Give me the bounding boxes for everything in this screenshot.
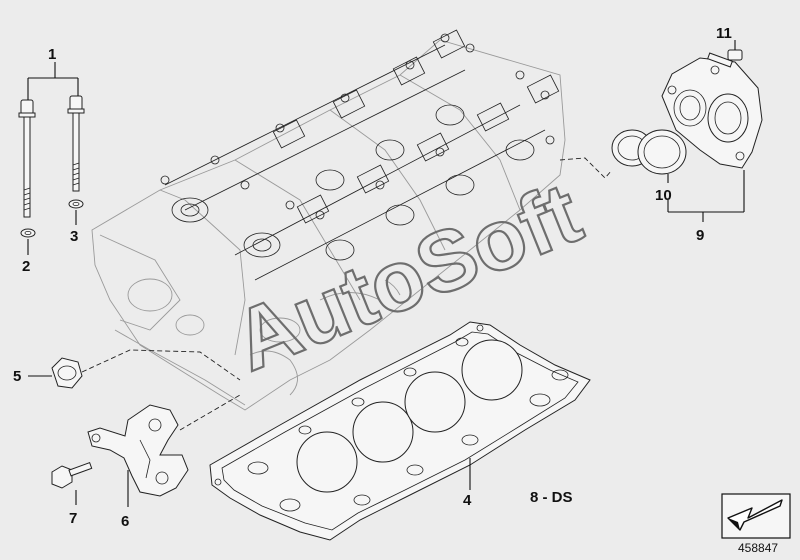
label-11: 11 xyxy=(716,25,732,42)
label-2: 2 xyxy=(22,258,30,275)
label-9: 9 xyxy=(696,227,704,244)
label-6: 6 xyxy=(121,513,129,530)
label-10: 10 xyxy=(655,187,672,204)
washers xyxy=(20,199,84,238)
label-5: 5 xyxy=(13,368,21,385)
label-8-ds: 8 - DS xyxy=(530,489,573,506)
leader-9 xyxy=(667,170,745,222)
cylinder-head xyxy=(91,29,566,411)
label-1: 1 xyxy=(48,46,56,63)
dash-link-flange xyxy=(559,157,613,179)
label-3: 3 xyxy=(70,228,78,245)
cylinder-head-bolts xyxy=(18,95,85,218)
bracket xyxy=(87,394,241,497)
head-gasket xyxy=(209,321,591,541)
label-7: 7 xyxy=(69,510,77,527)
flange-bolt xyxy=(707,40,743,68)
o-rings xyxy=(611,129,687,183)
screw-plug xyxy=(28,349,241,389)
label-4: 4 xyxy=(463,492,472,509)
arrow-down-left-icon[interactable] xyxy=(721,493,791,539)
bracket-bolt xyxy=(51,462,93,505)
leader-1 xyxy=(27,62,79,255)
diagram-id: 458847 xyxy=(738,541,778,555)
coolant-flange xyxy=(661,57,763,169)
part-labels: 1 2 3 4 5 6 7 8 - DS 9 10 11 xyxy=(13,25,732,530)
